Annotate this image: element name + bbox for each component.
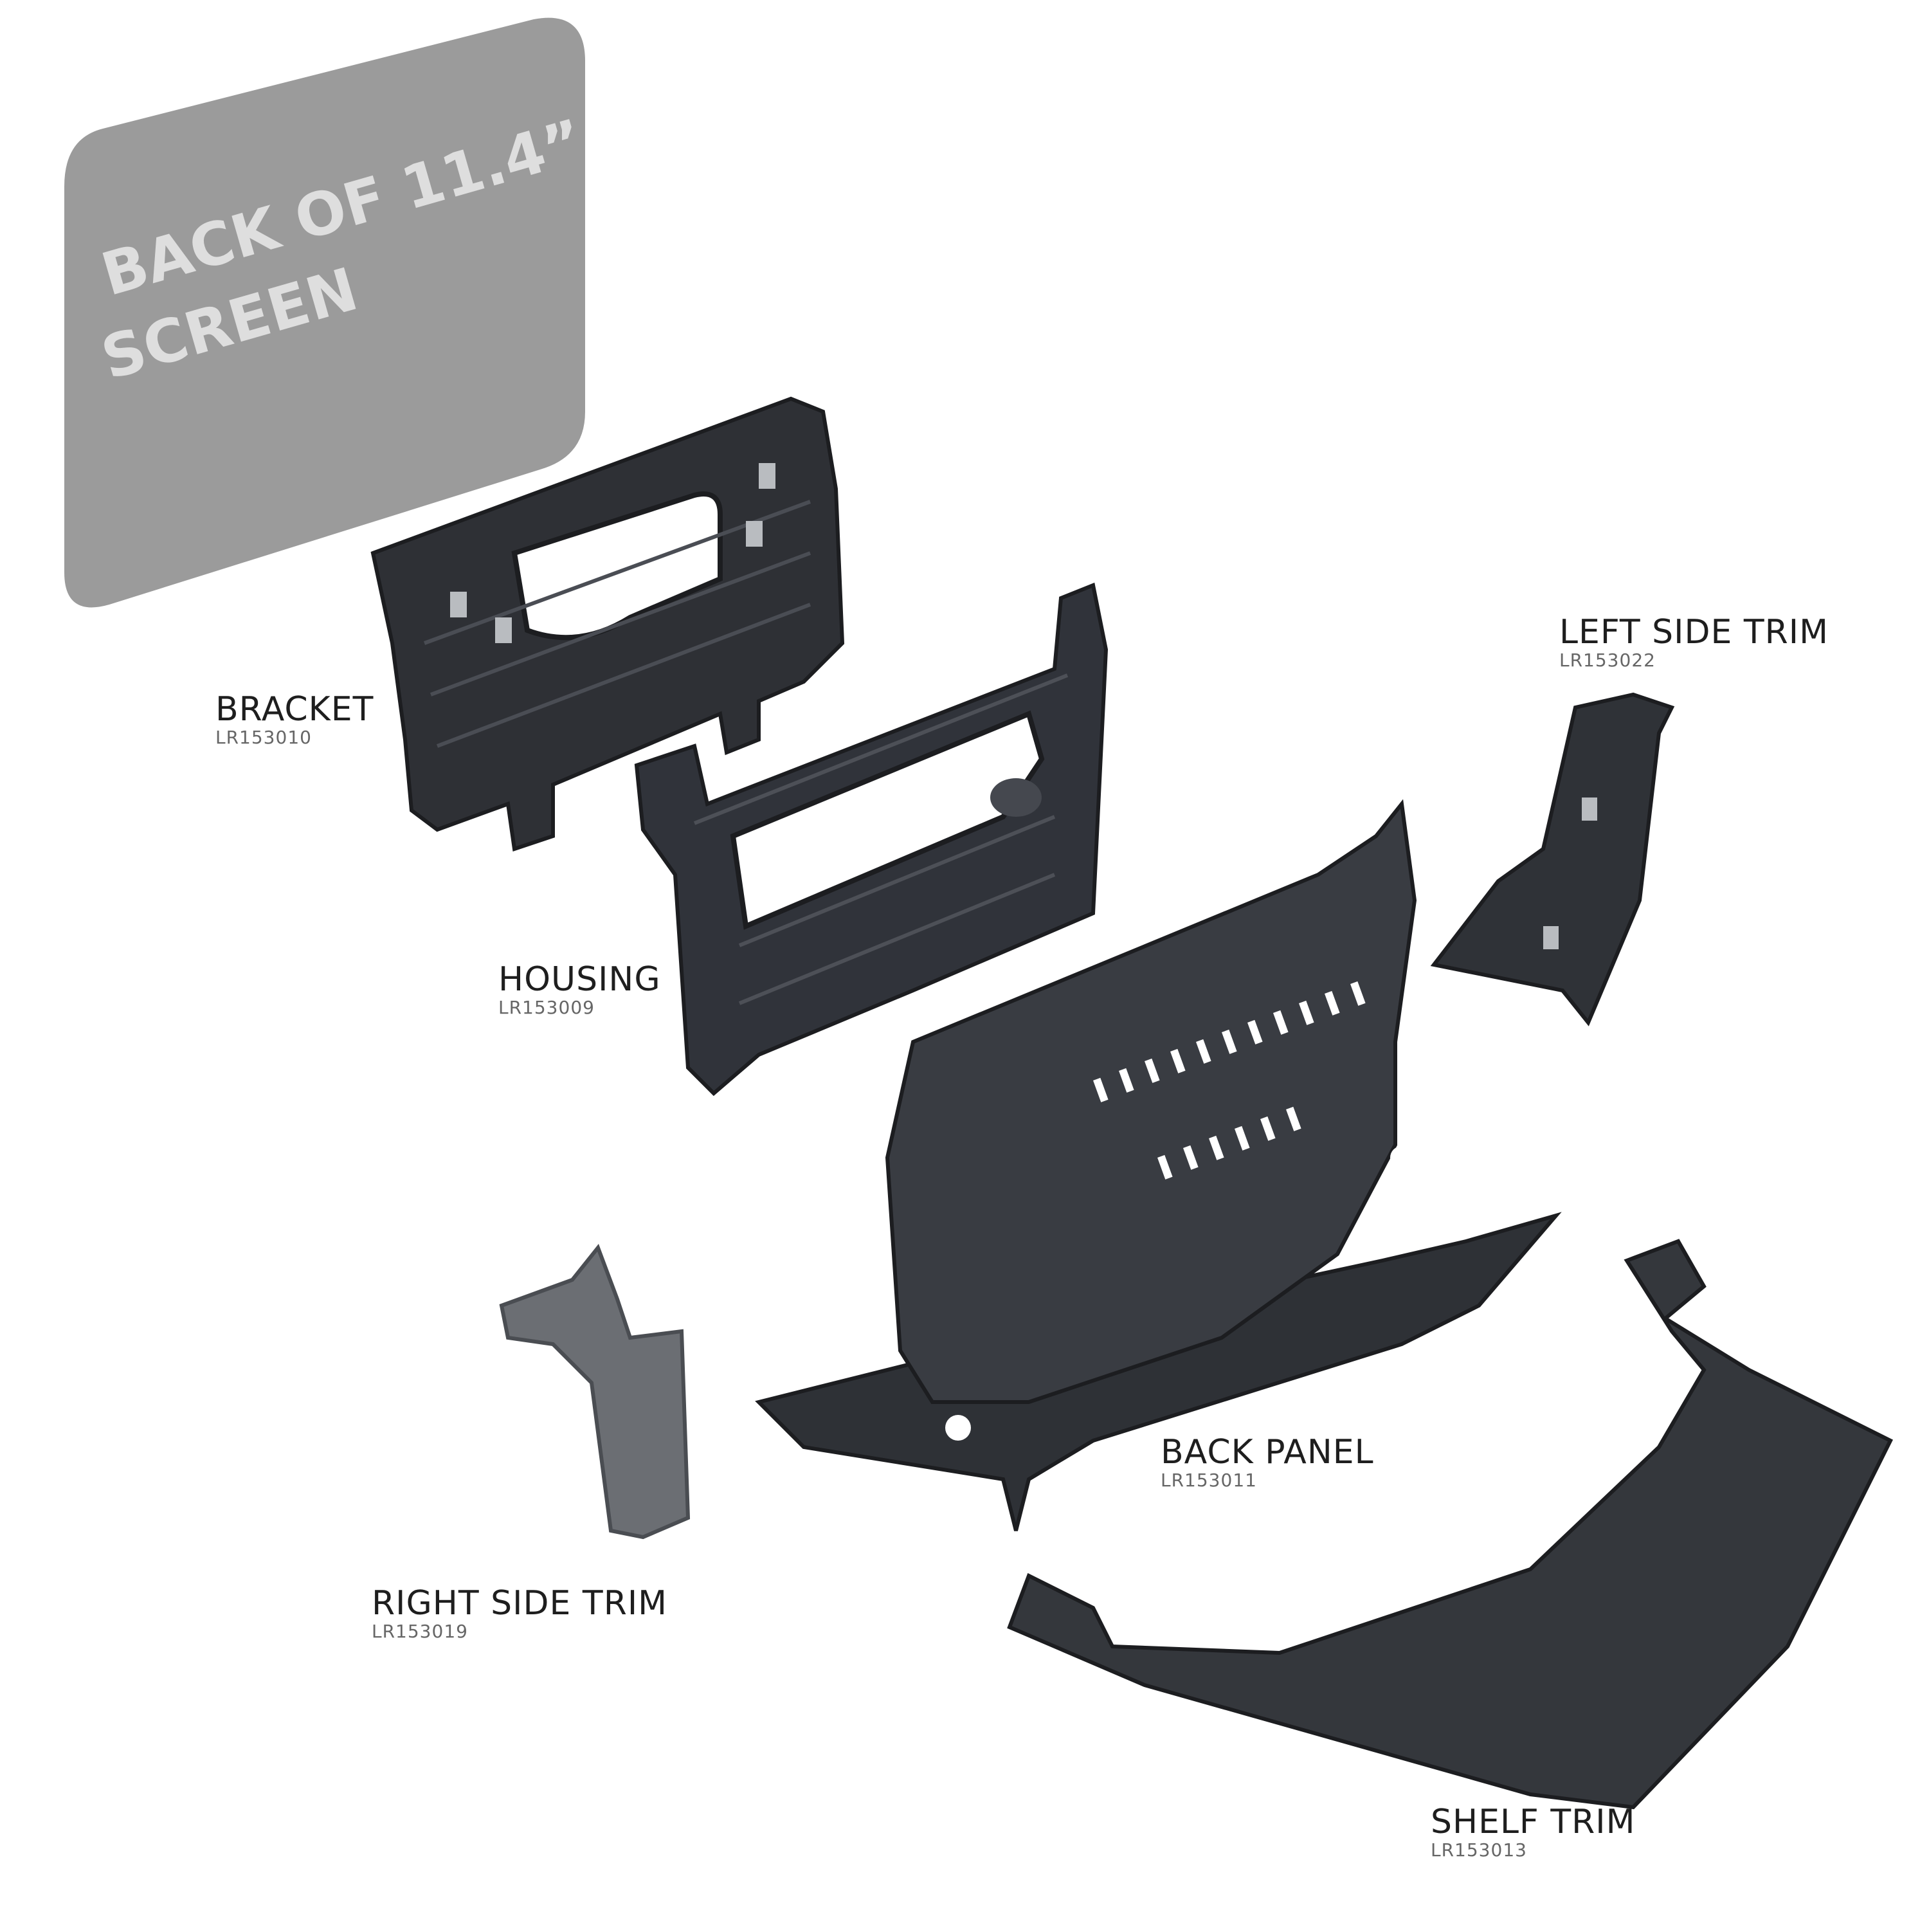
back-panel-code: LR153011 <box>1161 1470 1257 1491</box>
left-side-trim-name: LEFT SIDE TRIM <box>1559 613 1829 652</box>
bracket-code: LR153010 <box>215 727 312 748</box>
housing-knob <box>990 778 1042 817</box>
back-panel-name: BACK PANEL <box>1161 1433 1374 1472</box>
screen-card: BACK OF 11.4” SCREEN <box>64 17 591 608</box>
trim-clip-icon <box>1582 797 1597 821</box>
screen-card-shape <box>64 17 585 608</box>
right-side-trim-name: RIGHT SIDE TRIM <box>372 1584 668 1623</box>
back-panel-hole <box>945 1415 971 1441</box>
label-housing: HOUSING LR153009 <box>498 961 661 1018</box>
label-right-side-trim: RIGHT SIDE TRIM LR153019 <box>372 1585 667 1642</box>
shelf-trim-part <box>1007 1239 1894 1810</box>
right-side-trim-part <box>499 1244 691 1540</box>
back-panel-part <box>755 799 1562 1531</box>
shelf-trim-body <box>1007 1239 1894 1810</box>
bracket-name: BRACKET <box>215 690 374 729</box>
shelf-trim-name: SHELF TRIM <box>1431 1803 1636 1841</box>
label-shelf-trim: SHELF TRIM LR153013 <box>1431 1804 1635 1861</box>
housing-name: HOUSING <box>498 960 661 999</box>
right-side-trim-code: LR153019 <box>372 1621 468 1642</box>
bracket-clip-icon <box>495 617 512 643</box>
back-panel-body <box>885 799 1417 1404</box>
label-left-side-trim: LEFT SIDE TRIM LR153022 <box>1559 614 1829 671</box>
trim-clip-icon <box>1543 926 1559 949</box>
housing-code: LR153009 <box>498 997 595 1018</box>
label-bracket: BRACKET LR153010 <box>215 691 374 748</box>
bracket-clip-icon <box>746 521 763 547</box>
bracket-clip-icon <box>759 463 775 489</box>
bracket-part <box>370 396 845 852</box>
shelf-trim-code: LR153013 <box>1431 1839 1527 1861</box>
left-side-trim-code: LR153022 <box>1559 650 1656 671</box>
bracket-clip-icon <box>450 592 467 617</box>
back-panel-hole <box>1390 1146 1413 1169</box>
label-back-panel: BACK PANEL LR153011 <box>1161 1434 1374 1491</box>
right-side-trim-body <box>499 1244 691 1540</box>
left-side-trim-body <box>1430 692 1675 1026</box>
back-panel-base <box>755 1212 1562 1531</box>
housing-part <box>634 582 1109 1097</box>
left-side-trim-part <box>1430 692 1675 1026</box>
